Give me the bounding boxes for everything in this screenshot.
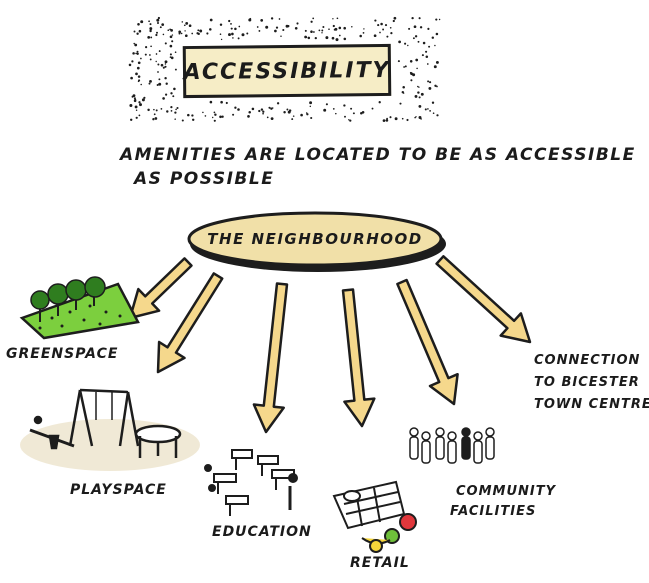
arrow-greenspace xyxy=(128,257,193,320)
retail-icon xyxy=(332,480,417,553)
diagram-title: ACCESSIBILITY xyxy=(183,57,391,85)
community-icon xyxy=(409,427,495,464)
title-stipple xyxy=(128,16,441,122)
community-line-1: COMMUNITY xyxy=(456,484,557,499)
arrow-playspace xyxy=(156,272,224,374)
community-line-2: FACILITIES xyxy=(450,504,537,519)
arrow-connection xyxy=(435,255,532,344)
subtitle-line-2: AS POSSIBLE xyxy=(134,169,275,189)
connection-line-1: CONNECTION xyxy=(534,353,641,368)
node-education-label: EDUCATION xyxy=(212,524,312,540)
node-connection-label: CONNECTION TO BICESTER TOWN CENTRE xyxy=(534,350,649,416)
education-icon xyxy=(204,449,298,516)
playspace-icon xyxy=(20,388,200,471)
hub-ellipse xyxy=(187,211,446,272)
arrow-education xyxy=(252,282,289,434)
node-greenspace-label: GREENSPACE xyxy=(6,346,119,362)
greenspace-icon xyxy=(19,276,140,340)
hub-label: THE NEIGHBOURHOOD xyxy=(207,230,423,248)
node-playspace-label: PLAYSPACE xyxy=(70,482,167,498)
arrow-community xyxy=(396,278,459,406)
title-box: ACCESSIBILITY xyxy=(182,43,392,99)
node-community-label: COMMUNITY FACILITIES xyxy=(450,482,556,522)
subtitle-line-1: AMENITIES ARE LOCATED TO BE AS ACCESSIBL… xyxy=(120,145,636,165)
connection-line-3: TOWN CENTRE xyxy=(534,397,649,412)
node-retail-label: RETAIL xyxy=(350,555,410,571)
diagram-subtitle: AMENITIES ARE LOCATED TO BE AS ACCESSIBL… xyxy=(120,143,640,191)
arrow-retail xyxy=(341,288,376,428)
connection-line-2: TO BICESTER xyxy=(534,375,640,390)
